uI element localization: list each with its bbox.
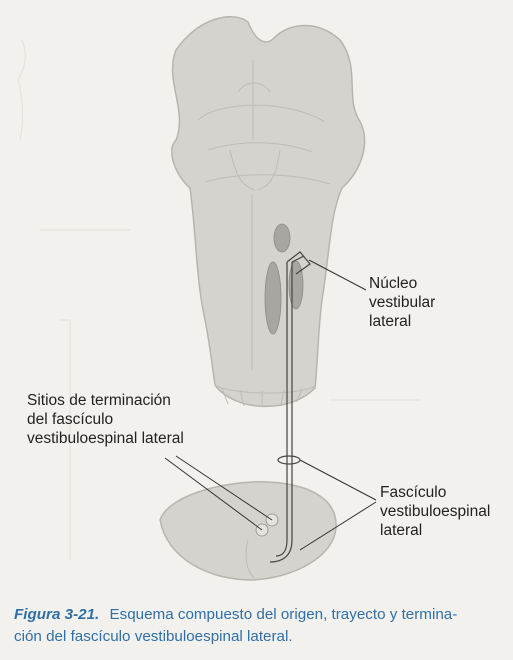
tract-marker-ring	[277, 455, 301, 465]
diagram-figure: Núcleo vestibular lateral Sitios de term…	[17, 15, 491, 581]
caption-text-1: Esquema compuesto del origen, trayecto y…	[109, 606, 458, 623]
caption-line-1: Figura 3-21. Esquema compuesto del orige…	[14, 604, 509, 626]
brainstem-detail-lines	[197, 60, 331, 407]
label-fasciculo-vestibuloespinal-lateral: Fascículo vestibuloespinal lateral	[380, 484, 491, 539]
figure-caption: Figura 3-21. Esquema compuesto del orige…	[14, 604, 509, 648]
label-sitios-terminacion: Sitios de terminación del fascículo vest…	[27, 392, 184, 447]
vestibulospinal-tract	[269, 251, 311, 563]
nucleus-medial	[264, 261, 282, 335]
nucleus-lateral	[288, 260, 304, 310]
pointer-fasciculo-b	[299, 501, 377, 551]
caption-figure-number: Figura 3-21.	[14, 606, 100, 623]
nucleus-superior	[273, 223, 291, 253]
caption-line-2: ción del fascículo vestibuloespinal late…	[14, 628, 293, 645]
spinal-cord-section	[159, 481, 337, 581]
background-artifacts	[17, 39, 420, 560]
pointer-sitios-b	[175, 455, 273, 521]
pointer-nucleo	[308, 259, 367, 291]
label-nucleo-vestibular-lateral: Núcleo vestibular lateral	[369, 275, 436, 330]
pointer-fasciculo-a	[299, 459, 377, 501]
pointer-sitios-a	[164, 457, 263, 531]
brainstem-spinal-illustration	[17, 15, 420, 581]
brainstem-outline	[171, 15, 366, 408]
pointer-lines	[164, 259, 377, 551]
